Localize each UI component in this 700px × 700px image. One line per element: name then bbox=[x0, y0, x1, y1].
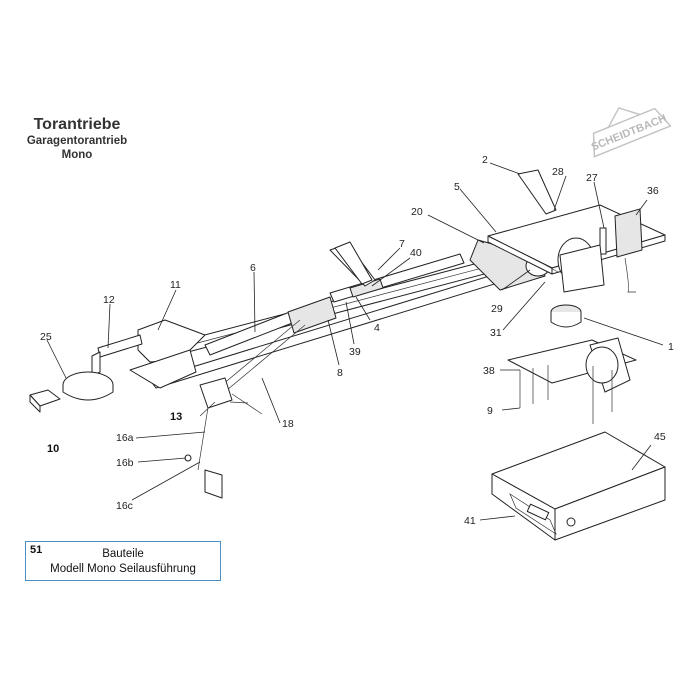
callout-2: 2 bbox=[482, 154, 488, 166]
release-arm-assembly bbox=[184, 319, 306, 499]
callout-41: 41 bbox=[464, 515, 476, 527]
callout-28: 28 bbox=[552, 166, 564, 178]
callout-27: 27 bbox=[586, 172, 598, 184]
page-title: Torantriebe bbox=[33, 116, 121, 133]
motor-cover bbox=[491, 431, 666, 541]
callout-7: 7 bbox=[399, 238, 405, 250]
callout-16b: 16b bbox=[116, 457, 134, 469]
callout-labels: 2 28 27 36 5 20 7 40 6 11 12 25 4 39 8 2… bbox=[40, 154, 674, 527]
rail-assembly bbox=[91, 239, 551, 389]
callout-45: 45 bbox=[654, 431, 666, 443]
callout-1: 1 bbox=[668, 341, 674, 353]
callout-16c: 16c bbox=[116, 500, 133, 512]
callout-38: 38 bbox=[483, 365, 495, 377]
callout-leaders bbox=[46, 162, 664, 521]
callout-29: 29 bbox=[491, 303, 503, 315]
callout-6: 6 bbox=[250, 262, 256, 274]
callout-36: 36 bbox=[647, 185, 659, 197]
callout-13: 13 bbox=[170, 411, 182, 423]
caption-box: 51 Bauteile Modell Mono Seilausführung bbox=[25, 541, 221, 581]
callout-9: 9 bbox=[487, 405, 493, 417]
brand-stamp-logo: SCHEIDTBACH bbox=[590, 107, 672, 158]
page-subtitle: Garagentorantrieb bbox=[26, 135, 128, 147]
callout-20: 20 bbox=[411, 206, 423, 218]
motor-plate-assembly bbox=[334, 169, 666, 424]
caption-line-1: Bauteile bbox=[102, 548, 144, 560]
title-block: Torantriebe Garagentorantrieb Mono bbox=[14, 116, 140, 162]
callout-10: 10 bbox=[47, 443, 59, 455]
lamp-assembly bbox=[29, 371, 114, 413]
caption-line-2: Modell Mono Seilausführung bbox=[50, 563, 196, 575]
callout-8: 8 bbox=[337, 367, 343, 379]
model-name: Mono bbox=[61, 149, 93, 161]
callout-16a: 16a bbox=[116, 432, 134, 444]
callout-40: 40 bbox=[410, 247, 422, 259]
caption-number: 51 bbox=[30, 544, 43, 556]
callout-5: 5 bbox=[454, 181, 460, 193]
callout-25: 25 bbox=[40, 331, 52, 343]
callout-39: 39 bbox=[349, 346, 361, 358]
callout-18: 18 bbox=[282, 418, 294, 430]
callout-12: 12 bbox=[103, 294, 115, 306]
callout-4: 4 bbox=[374, 322, 380, 334]
callout-31: 31 bbox=[490, 327, 502, 339]
callout-11: 11 bbox=[170, 279, 181, 291]
